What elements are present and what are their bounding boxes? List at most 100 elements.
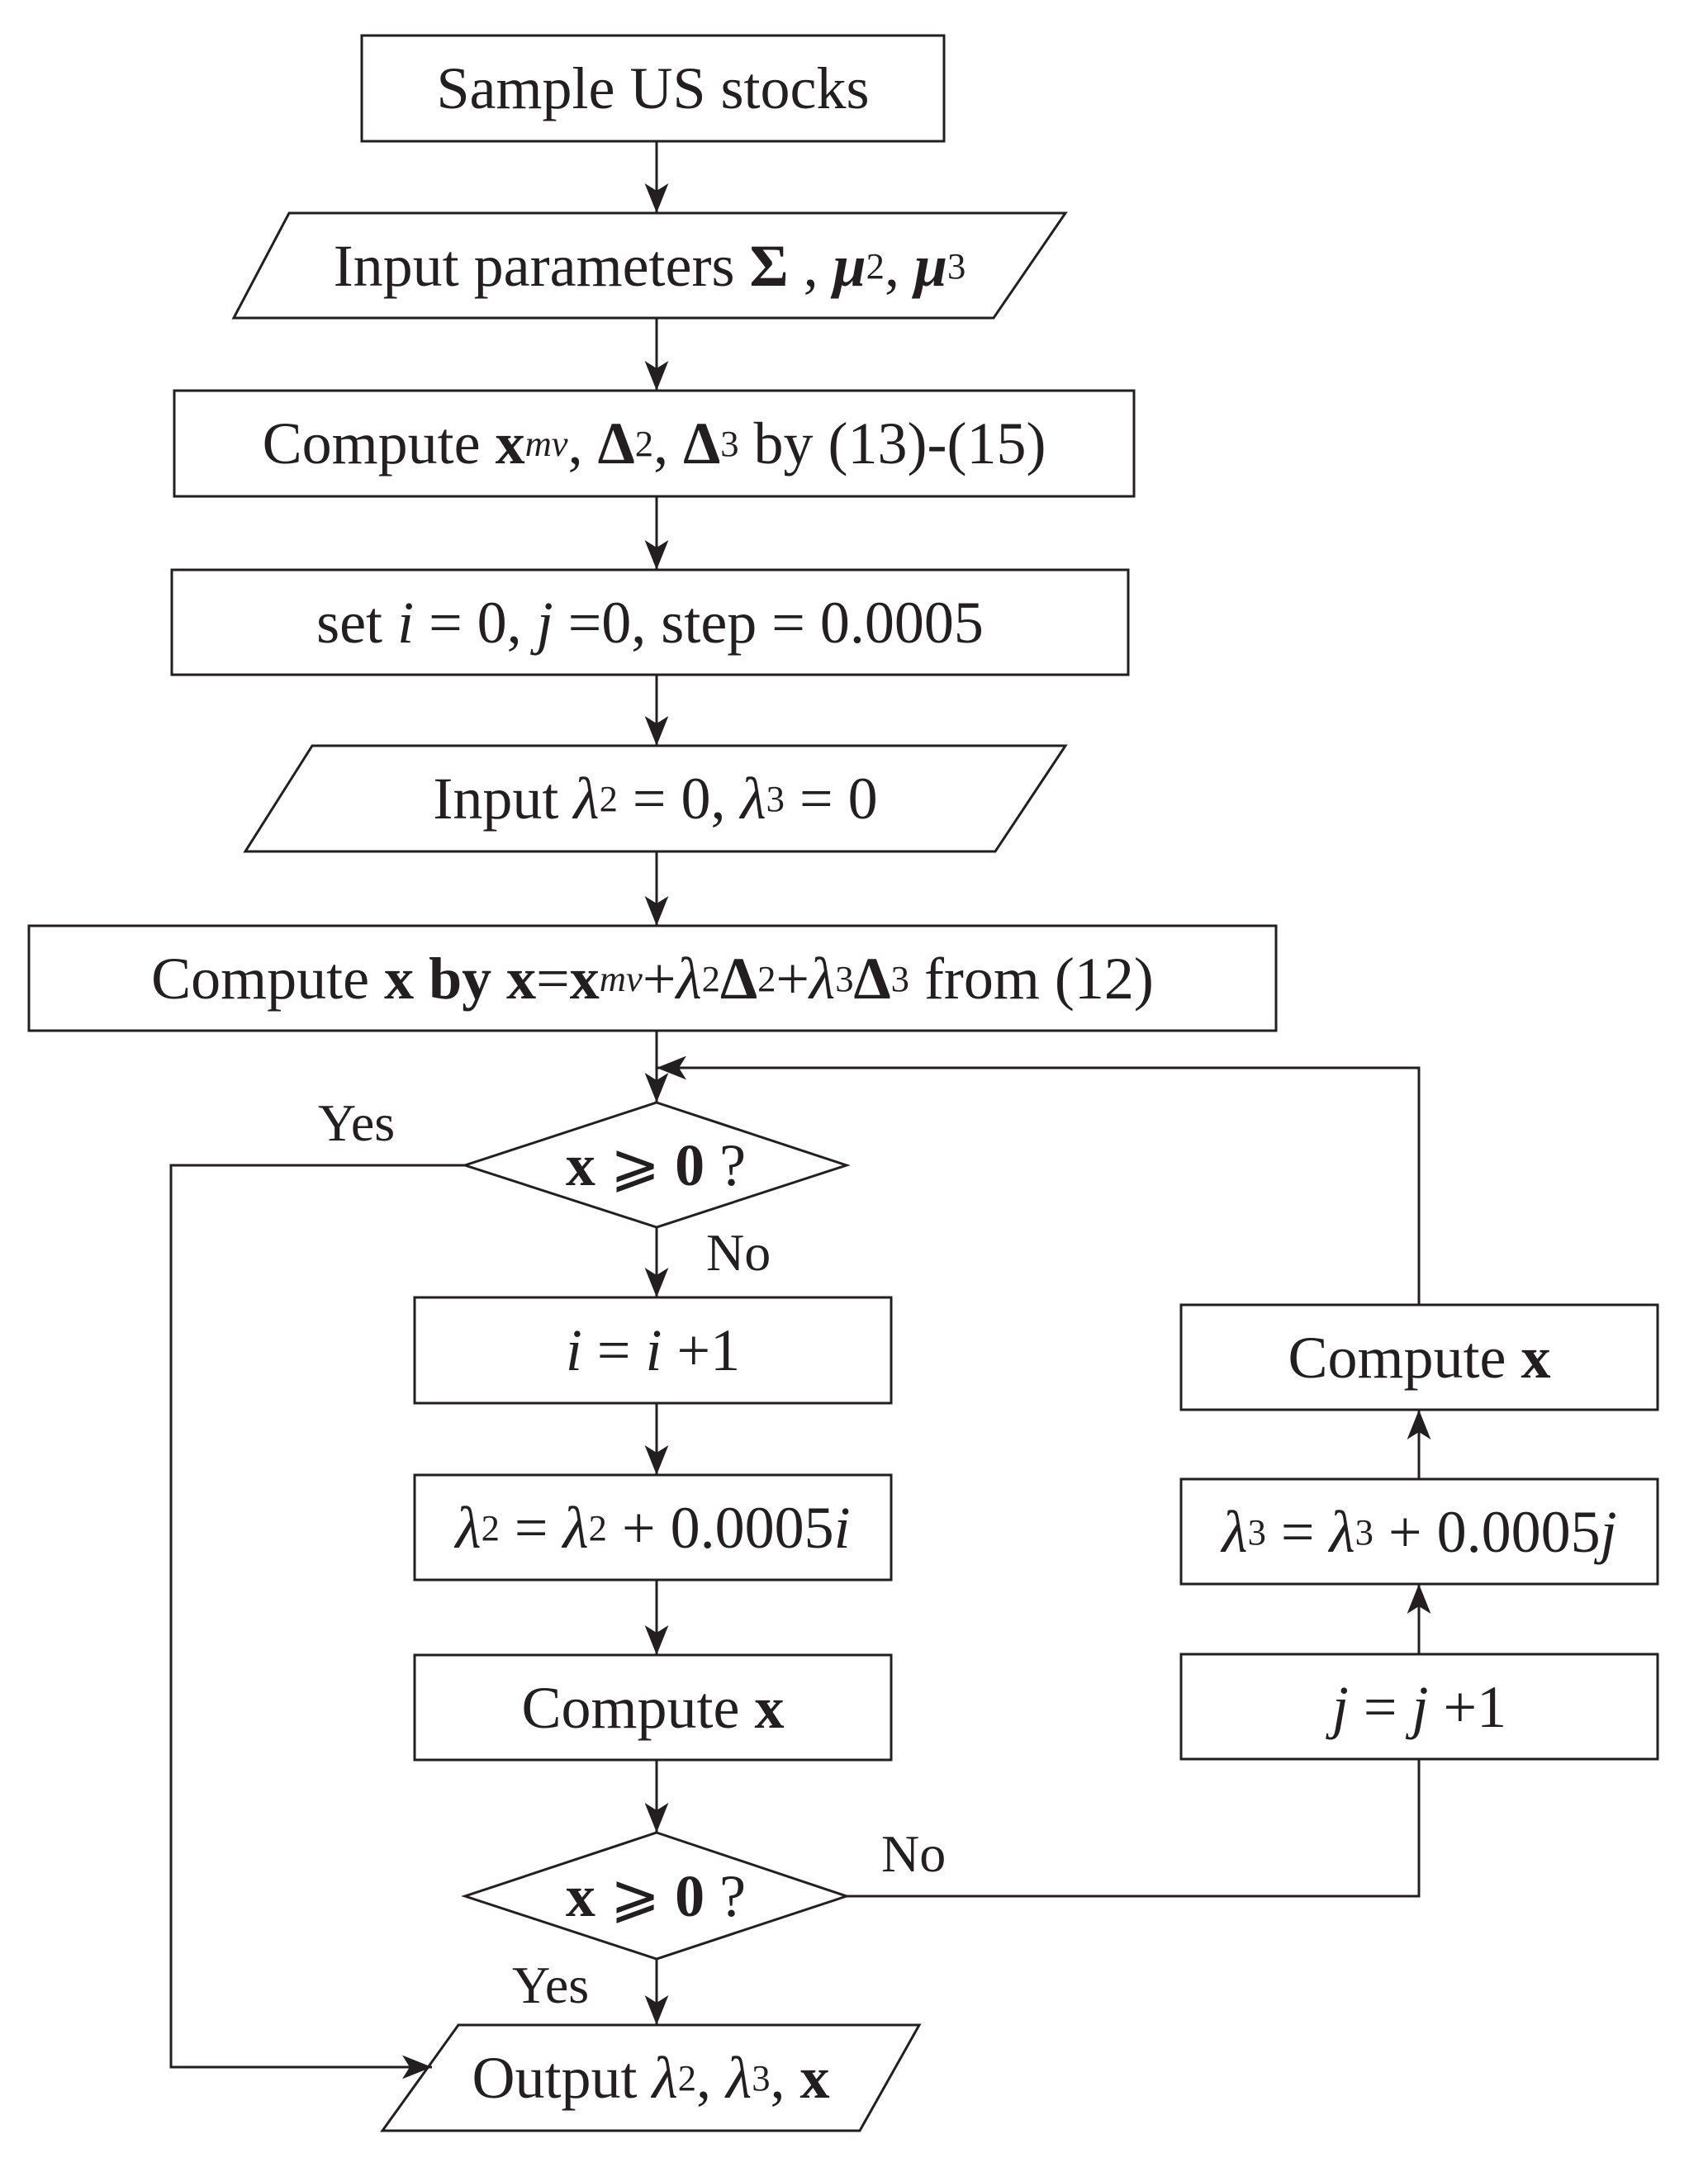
node-compute-xmv <box>173 389 1136 498</box>
node-compute-x-left <box>413 1653 893 1762</box>
set-text: set <box>316 589 398 656</box>
edge-label-yes-top: Yes <box>318 1093 396 1152</box>
x-symbol: x <box>565 1862 595 1929</box>
lambda-symbol: λ <box>455 1494 482 1561</box>
label-set-init: set i = 0, j =0, step = 0.0005 <box>172 570 1128 675</box>
eq-text: = 0, <box>414 589 537 656</box>
eq-text: = <box>499 1494 563 1561</box>
label-compute-x-left: Compute x <box>415 1655 891 1760</box>
sep: , <box>770 2045 800 2111</box>
sep: , <box>696 2045 726 2111</box>
node-sample-us-stocks <box>360 34 946 143</box>
i-symbol: i <box>397 589 415 656</box>
j-symbol: j <box>536 589 553 656</box>
edge-label-no-top: No <box>706 1223 771 1282</box>
plus-text: + <box>642 945 676 1012</box>
lambda-symbol: λ <box>562 1494 589 1561</box>
compute-text: Compute <box>262 410 496 477</box>
lambda-symbol: λ <box>1222 1498 1248 1565</box>
eq-text: = 0 <box>784 766 878 832</box>
plus-text: + <box>776 945 809 1012</box>
j-symbol: j <box>1331 1673 1349 1740</box>
node-i-increment <box>413 1296 893 1405</box>
mu-symbol: μ <box>833 232 866 299</box>
i-symbol: i <box>833 1494 851 1561</box>
x-symbol: x <box>506 945 537 1012</box>
eq-text: = <box>1348 1673 1412 1740</box>
sep: , <box>884 232 914 299</box>
sep: , <box>653 410 684 477</box>
node-lambda2-update <box>413 1473 893 1582</box>
node-set-init <box>170 568 1130 676</box>
plus-text: + 0.0005 <box>606 1494 834 1561</box>
lambda-symbol: λ <box>1329 1498 1355 1565</box>
x-symbol: x <box>1521 1324 1551 1391</box>
x-symbol: x <box>799 2045 830 2111</box>
compute-text: Compute <box>521 1674 755 1741</box>
compute-text: Compute <box>1288 1324 1521 1391</box>
eq-text: =0, step = 0.0005 <box>553 589 984 656</box>
sample-us-stocks-text: Sample US stocks <box>436 55 870 121</box>
delta-symbol: Δ <box>597 410 635 477</box>
x-symbol: x <box>754 1674 785 1741</box>
label-decision-1: x ⩾ 0 ? <box>465 1103 847 1227</box>
label-j-increment: j = j +1 <box>1181 1654 1658 1759</box>
compute-text: Compute <box>151 945 385 1012</box>
sep: , <box>567 410 598 477</box>
x-symbol: x <box>569 945 600 1012</box>
mu-symbol: μ <box>913 232 947 299</box>
plus-text: + 0.0005 <box>1373 1498 1601 1565</box>
label-compute-x-right: Compute x <box>1181 1305 1658 1410</box>
edge-label-no-bottom: No <box>881 1824 947 1883</box>
input-text: Input <box>433 766 574 832</box>
i-symbol: i <box>565 1317 582 1383</box>
delta-symbol: Δ <box>853 945 891 1012</box>
lambda-symbol: λ <box>740 766 766 832</box>
tail-text: by (13)-(15) <box>738 410 1046 477</box>
sep: , <box>788 232 833 299</box>
input-parameters-text: Input parameters <box>333 232 750 299</box>
node-input-parameters <box>231 211 1068 320</box>
eq-text: = <box>581 1317 646 1383</box>
plus-one-text: +1 <box>662 1317 741 1383</box>
question-mark: ? <box>705 1862 747 1929</box>
node-input-lambda <box>243 744 1068 853</box>
label-decision-2: x ⩾ 0 ? <box>465 1833 847 1959</box>
label-i-increment: i = i +1 <box>415 1297 891 1403</box>
arrow-yes-to-output <box>169 1164 465 2080</box>
label-sample-us-stocks: Sample US stocks <box>362 36 944 141</box>
arrow-loop-back <box>657 1055 1421 1305</box>
geq-symbol: ⩾ <box>595 1862 676 1929</box>
eq-text: = <box>1265 1498 1330 1565</box>
x-symbol: x <box>495 410 525 477</box>
j-symbol: j <box>1600 1498 1617 1565</box>
delta-symbol: Δ <box>719 945 758 1012</box>
zero-symbol: 0 <box>675 1131 705 1198</box>
node-output <box>380 2023 922 2132</box>
plus-one-text: +1 <box>1428 1673 1507 1740</box>
lambda-symbol: λ <box>726 2045 752 2111</box>
zero-symbol: 0 <box>675 1862 705 1929</box>
i-symbol: i <box>645 1317 662 1383</box>
j-symbol: j <box>1411 1673 1429 1740</box>
lambda-symbol: λ <box>652 2045 678 2111</box>
sigma-symbol: Σ <box>749 232 789 299</box>
lambda-symbol: λ <box>676 945 702 1012</box>
lambda-symbol: λ <box>809 945 836 1012</box>
geq-symbol: ⩾ <box>595 1131 676 1198</box>
edge-label-yes-bottom: Yes <box>512 1956 590 2014</box>
x-symbol: x <box>565 1131 595 1198</box>
x-symbol: x <box>384 945 415 1012</box>
question-mark: ? <box>705 1131 747 1198</box>
by-text: by <box>414 945 507 1012</box>
arrow-no-to-j <box>847 1759 1421 1898</box>
lambda-symbol: λ <box>573 766 600 832</box>
delta-symbol: Δ <box>683 410 721 477</box>
